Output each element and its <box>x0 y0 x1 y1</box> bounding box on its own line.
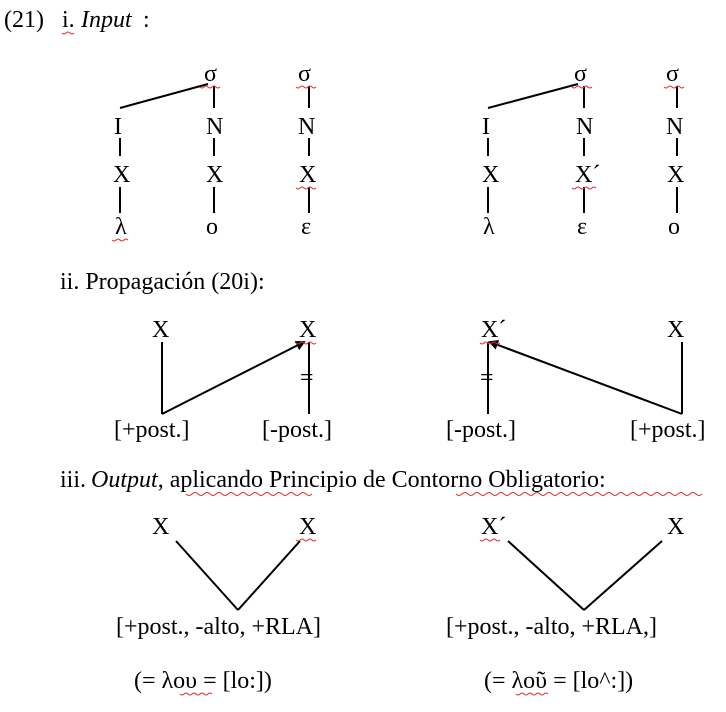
gloss-prefix: (= <box>484 668 512 694</box>
spellcheck-squiggle <box>295 186 317 190</box>
gloss-prefix: (= <box>134 668 162 694</box>
spellcheck-squiggle <box>295 341 317 345</box>
input-left-tree: σ σ I N N X X X λ o ε <box>111 61 317 242</box>
part-iii-roman: iii. <box>60 467 86 493</box>
segment-3: ε <box>301 214 311 240</box>
sigma-to-I-line <box>487 83 579 109</box>
tier-I: I <box>114 114 122 140</box>
spellcheck-squiggle <box>455 492 703 496</box>
x-slot-1: X <box>482 162 499 188</box>
output-left: X X [+post., -alto, +RLA] (= λου = [lo:]… <box>116 514 321 696</box>
part-i-roman: i. <box>62 7 75 33</box>
part-i-title: Input <box>80 7 133 33</box>
spellcheck-squiggle <box>185 492 313 496</box>
segment-3: o <box>668 214 680 240</box>
x-slot-2: X <box>299 317 316 343</box>
spellcheck-squiggle <box>663 85 685 89</box>
association-line <box>237 540 301 611</box>
propagation-left: X X = [+post.] [-post.] <box>114 317 332 443</box>
spellcheck-squiggle <box>479 341 501 345</box>
spellcheck-squiggle <box>295 85 317 89</box>
feature-bundle: [+post., -alto, +RLA] <box>116 614 321 640</box>
tier-I: I <box>482 114 490 140</box>
x-slot-1: X´ <box>481 317 506 343</box>
feature-2: [+post.] <box>630 417 706 443</box>
x-slot-2: X <box>299 514 316 540</box>
x-slot-2: X´ <box>575 162 600 188</box>
gloss-suffix: = [lo^:]) <box>547 668 633 694</box>
sigma-1: σ <box>204 61 217 87</box>
spellcheck-squiggle <box>295 538 317 542</box>
x-slot-1: X <box>152 514 169 540</box>
part-iii-heading: iii.Output, aplicando Principio de Conto… <box>60 467 606 493</box>
spellcheck-squiggle <box>479 538 501 542</box>
example-number: (21) <box>4 7 44 33</box>
sigma-1: σ <box>574 61 587 87</box>
part-iii-title: Output <box>91 467 159 493</box>
x-slot-1: X´ <box>481 514 506 540</box>
part-ii-heading: ii. Propagación (20i): <box>60 269 265 295</box>
spellcheck-squiggle <box>111 238 129 242</box>
x-slot-1: X <box>152 317 169 343</box>
gloss-suffix: = [lo:]) <box>197 668 272 694</box>
x-slot-3: X <box>667 162 684 188</box>
tier-N-2: N <box>666 114 683 140</box>
gloss: (= λοῦ = [lo^:]) <box>484 668 633 694</box>
sigma-2: σ <box>666 61 679 87</box>
gloss-word: λου <box>162 668 198 694</box>
x-slot-2: X <box>667 317 684 343</box>
feature-1: [-post.] <box>446 417 516 443</box>
gloss-word: λοῦ <box>512 668 548 694</box>
gloss: (= λου = [lo:]) <box>134 668 272 694</box>
x-slot-2: X <box>206 162 223 188</box>
segment-2: o <box>206 214 218 240</box>
tier-N-1: N <box>576 114 593 140</box>
part-iii-rest: , aplicando Principio de Contorno Obliga… <box>158 467 606 493</box>
feature-2: [-post.] <box>262 417 332 443</box>
delink-mark: = <box>300 365 314 391</box>
tier-N-1: N <box>206 114 223 140</box>
x-slot-2: X <box>667 514 684 540</box>
association-line <box>507 540 585 611</box>
delink-mark: = <box>480 365 494 391</box>
tier-N-2: N <box>298 114 315 140</box>
sigma-2: σ <box>298 61 311 87</box>
spellcheck-squiggle <box>179 692 213 696</box>
spreading-arrow <box>488 340 683 415</box>
input-right-tree: σ σ I N N X X´ X λ ε o <box>482 61 685 240</box>
x-slot-3: X <box>299 162 316 188</box>
output-right: X´ X [+post., -alto, +RLA,] (= λοῦ = [lo… <box>446 514 684 696</box>
part-i-colon: : <box>143 7 150 33</box>
feature-bundle: [+post., -alto, +RLA,] <box>446 614 657 640</box>
association-line <box>583 540 663 611</box>
sigma-to-I-line <box>119 83 209 109</box>
spellcheck-squiggle <box>571 85 593 89</box>
feature-1: [+post.] <box>114 417 190 443</box>
spellcheck-squiggle <box>199 85 221 89</box>
spellcheck-squiggle <box>515 692 549 696</box>
segment-1: λ <box>483 214 495 240</box>
spellcheck-squiggle <box>571 186 597 190</box>
segment-2: ε <box>577 214 587 240</box>
association-line <box>175 540 239 611</box>
spreading-arrow <box>161 341 306 415</box>
propagation-right: X´ X = [-post.] [+post.] <box>446 317 706 443</box>
x-slot-1: X <box>113 162 130 188</box>
segment-1: λ <box>115 214 127 240</box>
spellcheck-squiggle <box>61 31 75 35</box>
